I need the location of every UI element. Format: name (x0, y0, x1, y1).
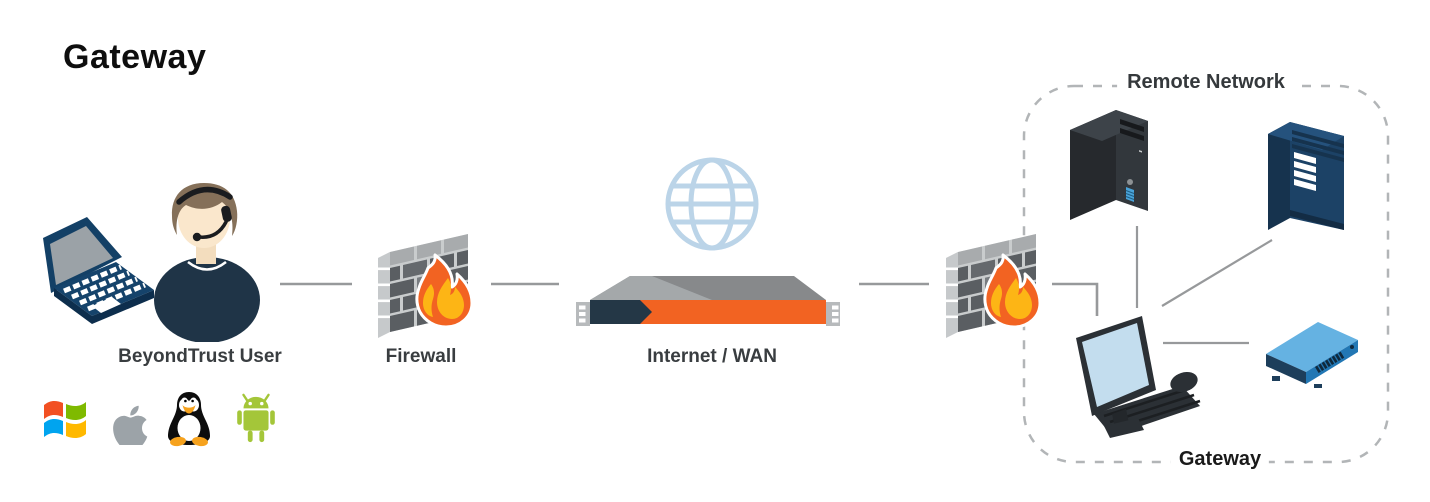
user-label: BeyondTrust User (118, 346, 282, 367)
tower-pc-icon (1070, 110, 1148, 220)
connector-firewall2-gateway (1052, 282, 1099, 316)
laptop-icon (43, 217, 154, 324)
desktop-computer-icon (1076, 316, 1201, 438)
windows-icon (44, 400, 86, 439)
apple-icon (113, 405, 148, 445)
android-icon (237, 393, 275, 443)
page-title: Gateway (63, 38, 207, 76)
linux-icon (168, 392, 210, 447)
firewall-icon-remote (942, 228, 1048, 340)
globe-icon (665, 157, 759, 251)
support-user-icon (154, 183, 260, 342)
gateway-label: Gateway (1170, 448, 1270, 471)
firewall-label: Firewall (385, 346, 457, 367)
connector-server-desktop (1161, 239, 1273, 307)
server-icon (1268, 122, 1344, 230)
network-switch-icon (1266, 322, 1358, 388)
appliance-icon (576, 276, 840, 326)
remote-network-box (1022, 84, 1390, 464)
firewall-icon-left (374, 228, 480, 340)
remote-network-label: Remote Network (1117, 71, 1295, 94)
internet-wan-label: Internet / WAN (647, 346, 777, 367)
